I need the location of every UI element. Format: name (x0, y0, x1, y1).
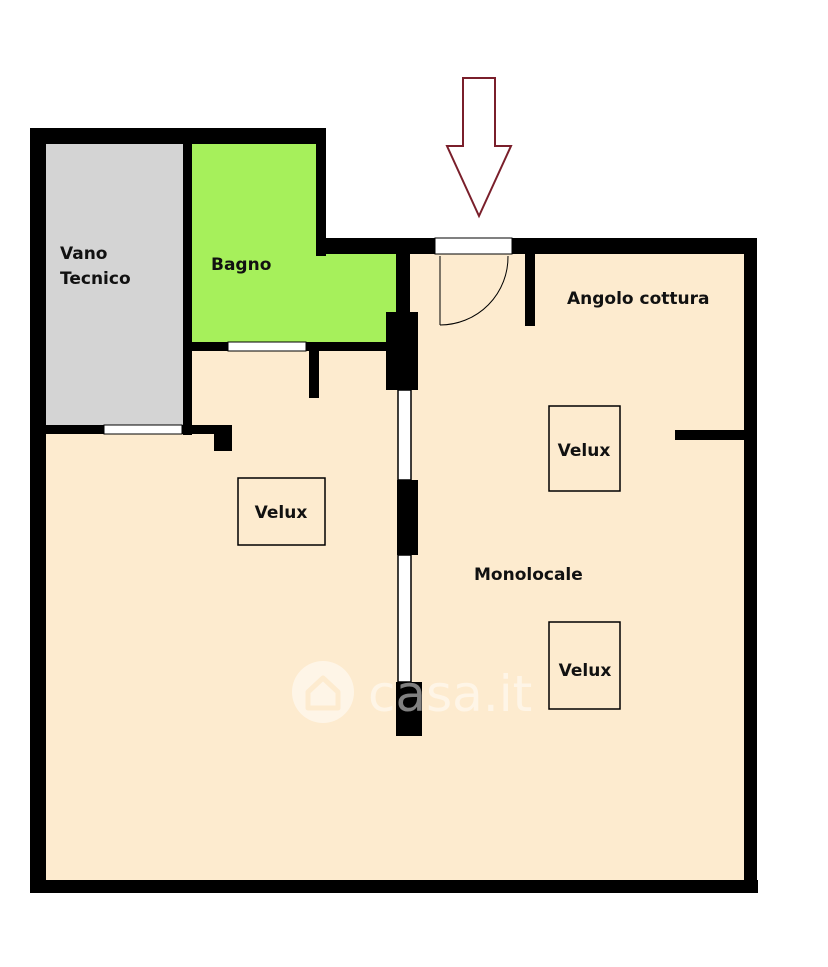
window-vano (103, 424, 183, 435)
partition-glass-upper (397, 389, 412, 481)
entrance-opening (434, 237, 513, 255)
wall-bottom (30, 880, 758, 893)
watermark: casa.it (292, 661, 532, 723)
windows (103, 237, 513, 683)
entrance-arrow-icon (445, 77, 513, 219)
window-bagno (227, 341, 307, 352)
room-fills (40, 138, 752, 888)
wall-step-vertical (316, 128, 326, 256)
wall-top-left (30, 128, 326, 144)
bagno-area (190, 138, 402, 345)
skylight-box-1 (237, 477, 326, 546)
monolocale-area (40, 248, 752, 888)
partition-glass-lower (397, 554, 412, 683)
angolo-cottura-label: Angolo cottura (567, 289, 710, 309)
partition-block-bottom (396, 682, 422, 736)
entrance-door (439, 255, 509, 326)
room-labels: Vano Tecnico Bagno Angolo cottura Monolo… (60, 244, 710, 585)
wall-right-stub (675, 430, 751, 440)
vano-tecnico-label-line2: Tecnico (60, 269, 131, 289)
partition-block-top (386, 370, 418, 390)
skylight-label-3: Velux (559, 661, 612, 681)
wall-top-right (508, 238, 757, 254)
door-swing-arc (439, 255, 509, 326)
watermark-text: casa.it (368, 665, 532, 723)
wall-stub-corner (214, 425, 232, 451)
wall-right (744, 238, 757, 893)
skylights: Velux Velux Velux (237, 405, 621, 710)
wall-left (30, 128, 46, 893)
wall-partition-joint (386, 312, 418, 374)
vano-tecnico-label-line1: Vano (60, 244, 107, 264)
monolocale-label: Monolocale (474, 565, 583, 585)
partition-block-middle (397, 480, 418, 555)
skylight-box-3 (548, 621, 621, 710)
wall-stub-bagno (309, 342, 319, 398)
vano-tecnico-area (40, 138, 190, 428)
house-icon (292, 661, 354, 723)
walls (30, 128, 758, 893)
skylight-box-2 (548, 405, 621, 492)
skylight-label-2: Velux (558, 441, 611, 461)
wall-vano-bagno (183, 140, 192, 435)
wall-top-step (316, 238, 441, 254)
skylight-label-1: Velux (255, 503, 308, 523)
bagno-label: Bagno (211, 255, 271, 275)
wall-kitchen-stub (525, 250, 535, 326)
